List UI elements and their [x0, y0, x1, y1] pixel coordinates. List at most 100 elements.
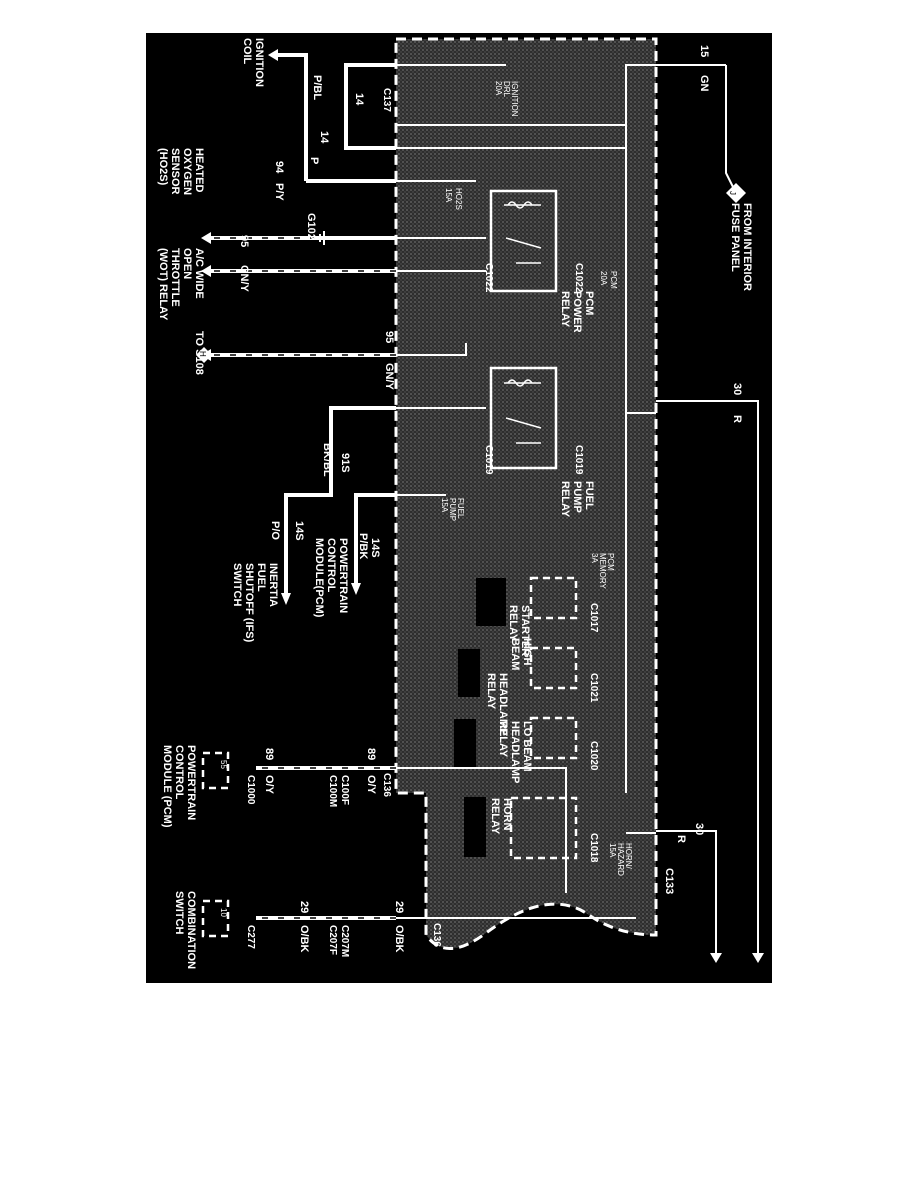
fuse-panel-label-2: FUSE PANEL: [729, 203, 741, 272]
dest-wot-3: THROTTLE: [169, 248, 181, 307]
connector-c1022-b: C1022: [483, 263, 494, 293]
dest-wot-2: OPEN: [181, 248, 193, 279]
connector-c207m: C207M: [339, 925, 350, 957]
horn-relay: [509, 796, 578, 860]
fuse-fuel-3: 15A: [440, 498, 449, 513]
dest-combo-2: SWITCH: [173, 891, 185, 934]
relay-high-beam-3: HEADLAMP: [497, 673, 509, 735]
circuit-15: 15: [698, 45, 710, 57]
connector-c1020: C1020: [588, 741, 599, 771]
wiring-diagram: 15 GN FROM INTERIOR FUSE PANEL J 30 R 30…: [146, 33, 772, 983]
relay-lo-beam-1: LO BEAM: [521, 721, 533, 772]
fuse-ign-2: DRL: [502, 81, 511, 98]
fuse-fuel-2: PUMP: [448, 498, 457, 521]
circuit-14a: 14: [353, 93, 365, 106]
fuse-horn-1: HORN/: [624, 843, 633, 870]
wire-color-gny-a: GN/Y: [238, 265, 250, 293]
relay-horn-1: HORN: [501, 798, 513, 830]
dest-pcm-bottom-2: CONTROL: [173, 745, 185, 800]
wire-color-p: P: [308, 157, 320, 164]
relay-lo-beam-3: RELAY: [497, 721, 509, 758]
connector-c133: C133: [663, 868, 675, 894]
connector-g102: G102: [305, 213, 317, 240]
dest-pcm-center-3: MODULE(PCM): [313, 538, 325, 618]
circuit-14s-a: 14S: [369, 538, 381, 558]
dest-combo-1: COMBINATION: [185, 891, 197, 969]
fuse-mem-3: 3A: [590, 553, 599, 563]
wire-color-po: P/O: [269, 521, 281, 540]
connector-c136-a: C136: [381, 773, 392, 797]
fuse-ho2s-1: HO2S: [454, 188, 463, 210]
circuit-14s-b: 14S: [293, 521, 305, 541]
dest-pcm-bottom-3: MODULE (PCM): [161, 745, 173, 828]
dest-to-s108: TO S108: [193, 331, 205, 375]
circuit-89a: 89: [365, 748, 377, 760]
relay-fuel-pump-1: FUEL: [583, 481, 595, 510]
connector-c1019-a: C1019: [573, 445, 584, 475]
wire-color-r-b: R: [675, 835, 687, 843]
dest-ho2s-2: OXYGEN: [181, 148, 193, 195]
dest-ifs-4: SWITCH: [231, 563, 243, 606]
fuse-mem-2: MEMORY: [598, 553, 607, 590]
svg-text:15: 15: [698, 45, 710, 57]
connector-c1019-b: C1019: [483, 445, 494, 475]
relay-fuel-pump-2: PUMP: [571, 481, 583, 513]
pin-55: 55: [219, 760, 228, 769]
dest-ifs-3: SHUTOFF (IFS): [243, 563, 255, 643]
pin-h: H: [198, 351, 207, 357]
wire-color-oy-a: O/Y: [365, 775, 377, 795]
wire-color-obk-b: O/BK: [298, 925, 310, 953]
relay-starter-2: RELAY: [507, 605, 519, 642]
dest-ho2s-3: SENSOR: [169, 148, 181, 195]
relay-pcm-power-3: RELAY: [559, 291, 571, 328]
connector-c136-b: C136: [431, 923, 442, 947]
wire-color-r-a: R: [731, 415, 743, 423]
dest-ifs-1: INERTIA: [267, 563, 279, 607]
dest-ho2s-4: (HO2S): [157, 148, 169, 186]
connector-c1000: C1000: [245, 775, 256, 805]
circuit-95b: 95: [383, 331, 395, 343]
dest-ho2s-1: HEATED: [193, 148, 205, 192]
circuit-94: 94: [273, 161, 285, 174]
wire-color-gn: GN: [698, 75, 710, 92]
circuit-91s: 91S: [339, 453, 351, 473]
connector-c1021: C1021: [588, 673, 599, 703]
combo-10-box: [201, 899, 230, 938]
wire-color-bkbl: BK/BL: [321, 443, 333, 477]
connector-c100f: C100F: [339, 775, 350, 805]
connector-c1022-a: C1022: [573, 263, 584, 293]
circuit-14b: 14: [318, 131, 330, 144]
fuse-horn-2: HAZARD: [616, 843, 625, 876]
wire-color-pbl: P/BL: [311, 75, 323, 100]
pcm-55-box: [201, 751, 230, 790]
wire-color-obk-a: O/BK: [393, 925, 405, 953]
relay-high-beam-2: BEAM: [509, 638, 521, 670]
lo-beam-relay: [529, 716, 578, 760]
dest-wot-1: A/C WIDE: [193, 248, 205, 299]
starter-relay: [529, 576, 578, 620]
fuse-ign-1: IGNITION: [510, 81, 519, 117]
connector-c1017: C1017: [588, 603, 599, 633]
relay-high-beam-4: RELAY: [485, 673, 497, 710]
connector-c100m: C100M: [327, 775, 338, 807]
fuse-horn-3: 15A: [608, 843, 617, 858]
connector-c137: C137: [381, 88, 392, 112]
fuel-pump-relay: [489, 366, 558, 470]
circuit-29a: 29: [393, 901, 405, 913]
fuse-panel-label-1: FROM INTERIOR: [741, 203, 753, 291]
fuse-fuel-1: FUEL: [456, 498, 465, 519]
relay-starter-1: STARTER: [519, 605, 531, 656]
circuit-95a: 95: [238, 235, 250, 247]
wire-color-pbk: P/BK: [357, 533, 369, 559]
connector-c1018: C1018: [588, 833, 599, 863]
high-beam-relay: [529, 646, 578, 690]
fuse-ign-3: 20A: [494, 81, 503, 96]
relay-pcm-power-2: POWER: [571, 291, 583, 333]
fuse-mem-1: PCM: [606, 553, 615, 571]
relay-lo-beam-2: HEADLAMP: [509, 721, 521, 783]
svg-text:GN: GN: [698, 75, 710, 92]
circuit-29b: 29: [298, 901, 310, 913]
dest-wot-4: (WOT) RELAY: [157, 248, 169, 321]
wire-color-gny-b: GN/Y: [383, 363, 395, 391]
pin-j: J: [728, 191, 737, 195]
